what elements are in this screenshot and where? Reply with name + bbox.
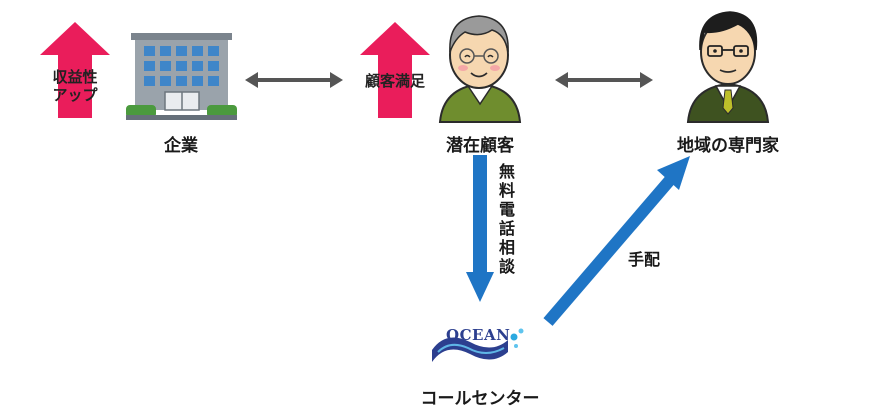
vlabel-char: 無	[498, 162, 515, 181]
building-icon	[126, 33, 237, 120]
arrangement-label: 手配	[628, 250, 661, 269]
vlabel-char: 談	[498, 257, 515, 276]
up-arrow-customer	[360, 22, 430, 118]
flow-arrow-customer-callcenter	[466, 155, 494, 302]
ocean-logo-icon	[432, 328, 524, 362]
double-arrow-company-customer	[245, 72, 343, 88]
expert-label: 地域の専門家	[677, 136, 779, 156]
up-arrow-company	[40, 22, 110, 118]
flow-arrow-callcenter-expert	[543, 156, 690, 326]
ocean-logo-text: OCEAN	[446, 326, 511, 344]
customer-label: 潜在顧客	[446, 136, 514, 156]
company-benefit-label: 収益性 アップ	[52, 68, 98, 104]
free-phone-consultation-label: 無 料 電 話 相 談	[497, 162, 517, 276]
expert-person-icon	[686, 11, 770, 123]
vlabel-char: 話	[498, 219, 515, 238]
company-label: 企業	[164, 136, 198, 156]
vlabel-char: 料	[498, 181, 515, 200]
call-center-label: コールセンター	[420, 389, 540, 409]
customer-benefit-label: 顧客満足	[364, 72, 425, 90]
vlabel-char: 電	[498, 200, 515, 219]
double-arrow-customer-expert	[555, 72, 653, 88]
vlabel-char: 相	[498, 238, 515, 257]
customer-person-icon	[438, 15, 522, 123]
